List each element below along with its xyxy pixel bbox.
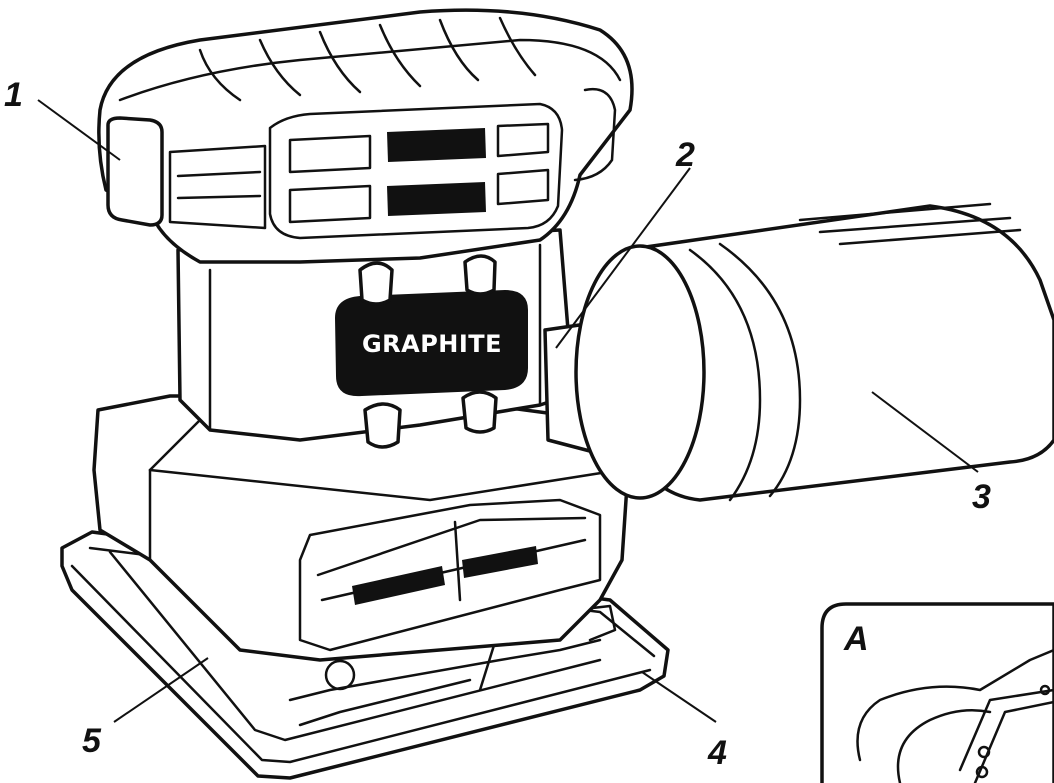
callout-1: 1 xyxy=(4,76,23,114)
motor-column: GRAPHITE xyxy=(176,228,570,449)
callout-4: 4 xyxy=(707,734,727,772)
housing-screws xyxy=(358,254,498,449)
brand-text: GRAPHITE xyxy=(362,330,502,358)
top-handle xyxy=(97,8,634,264)
callout-2: 2 xyxy=(675,136,695,174)
brand-badge: GRAPHITE xyxy=(335,290,528,397)
inset-label: A xyxy=(843,620,869,658)
dust-canister xyxy=(574,202,1054,502)
callout-3: 3 xyxy=(972,478,991,516)
callout-leaders xyxy=(37,99,979,723)
callouts: 1 2 3 4 5 xyxy=(4,76,991,772)
leader-4 xyxy=(641,671,717,723)
inset-a: A xyxy=(820,602,1054,783)
callout-5: 5 xyxy=(82,722,102,760)
leader-1 xyxy=(37,99,121,161)
leader-2 xyxy=(555,167,691,349)
leader-5 xyxy=(113,657,209,723)
leader-3 xyxy=(871,391,979,473)
